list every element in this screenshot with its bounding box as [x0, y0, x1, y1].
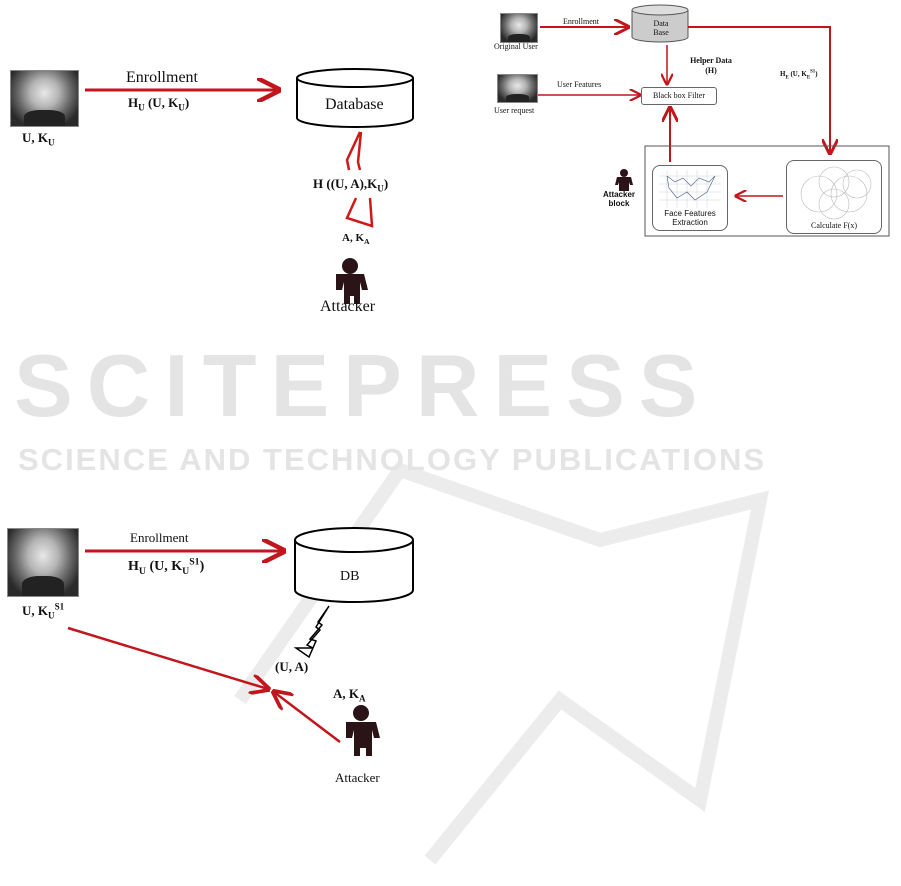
fig2-user-features-label: User Features — [557, 80, 602, 89]
fig3-enrollment-label: Enrollment — [130, 530, 189, 545]
fig2-database-cylinder — [631, 4, 689, 43]
fig3-attacker-icon — [346, 705, 380, 756]
fig2-original-user-label: Original User — [494, 42, 538, 51]
watermark-sub: SCIENCE AND TECHNOLOGY PUBLICATIONS — [18, 442, 767, 477]
fig2-he-label: HE (U, KES1) — [780, 70, 818, 81]
fig3-hash-label: HU (U, KUS1) — [128, 556, 205, 577]
fig3-bolt — [293, 605, 330, 659]
fig3-user-portrait — [7, 528, 79, 597]
fig1-attacker-icon — [336, 258, 368, 304]
fig3-user-label: U, KUS1 — [22, 602, 65, 621]
fig1-user-label: U, KU — [22, 130, 55, 148]
fig1-enrollment-label: Enrollment — [126, 69, 198, 86]
fig1-database-cylinder — [296, 68, 414, 128]
fig1-attacker-key: A, KA — [342, 232, 370, 247]
circles-diagram-icon — [800, 166, 872, 220]
fig2-calculate-box: Calculate F(x) — [786, 160, 882, 234]
fig3-pair-label: (U, A) — [275, 659, 309, 674]
fig2-original-user-portrait — [500, 13, 538, 43]
fig1-attack-label: H ((U, A),KU) — [313, 176, 389, 194]
watermark-main: SCITEPRESS — [14, 336, 712, 435]
fig2-user-request-portrait — [497, 74, 538, 103]
fig1-database-label: Database — [325, 96, 384, 113]
fig3-db-cylinder — [294, 527, 414, 603]
face-mesh-icon — [659, 170, 721, 208]
fig1-attacker-label: Attacker — [320, 298, 376, 315]
fig2-attacker-icon — [615, 169, 633, 191]
fig2-helper-data-label: Helper Data(H) — [690, 56, 732, 75]
fig2-black-box-filter: Black box Filter — [641, 87, 717, 105]
fig2-enrollment-label: Enrollment — [563, 17, 599, 26]
fig3-db-label: DB — [340, 569, 360, 584]
fig3-user-arrow — [67, 626, 268, 689]
fig2-db-to-calc-arrow — [688, 26, 830, 153]
fig1-user-portrait — [10, 70, 79, 127]
fig1-hash-label: HU (U, KU) — [128, 95, 190, 113]
fig3-attacker-label: Attacker — [335, 770, 380, 785]
fig2-user-request-label: User request — [494, 106, 535, 115]
fig3-attacker-key: A, KA — [333, 686, 366, 704]
fig2-outer-box — [644, 145, 890, 237]
fig3-attacker-arrow — [274, 692, 341, 743]
fig1-attack-bolt — [345, 131, 374, 228]
